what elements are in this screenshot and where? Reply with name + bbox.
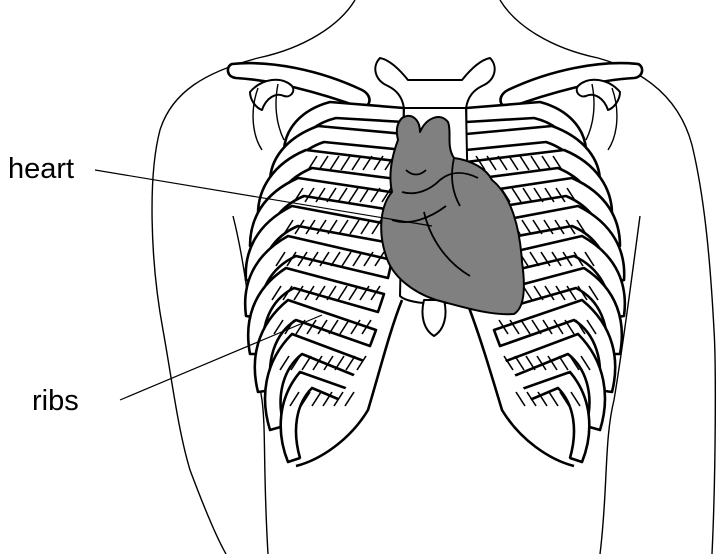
- ribs-label: ribs: [32, 385, 79, 417]
- hatch-line: [549, 392, 558, 406]
- xiphoid-process: [422, 300, 445, 336]
- hatch-line: [559, 356, 568, 370]
- hatch-line: [302, 356, 311, 370]
- left-ribs: [245, 102, 404, 466]
- heart-label: heart: [8, 153, 74, 185]
- hatch-line: [312, 392, 321, 406]
- manubrium: [375, 58, 494, 108]
